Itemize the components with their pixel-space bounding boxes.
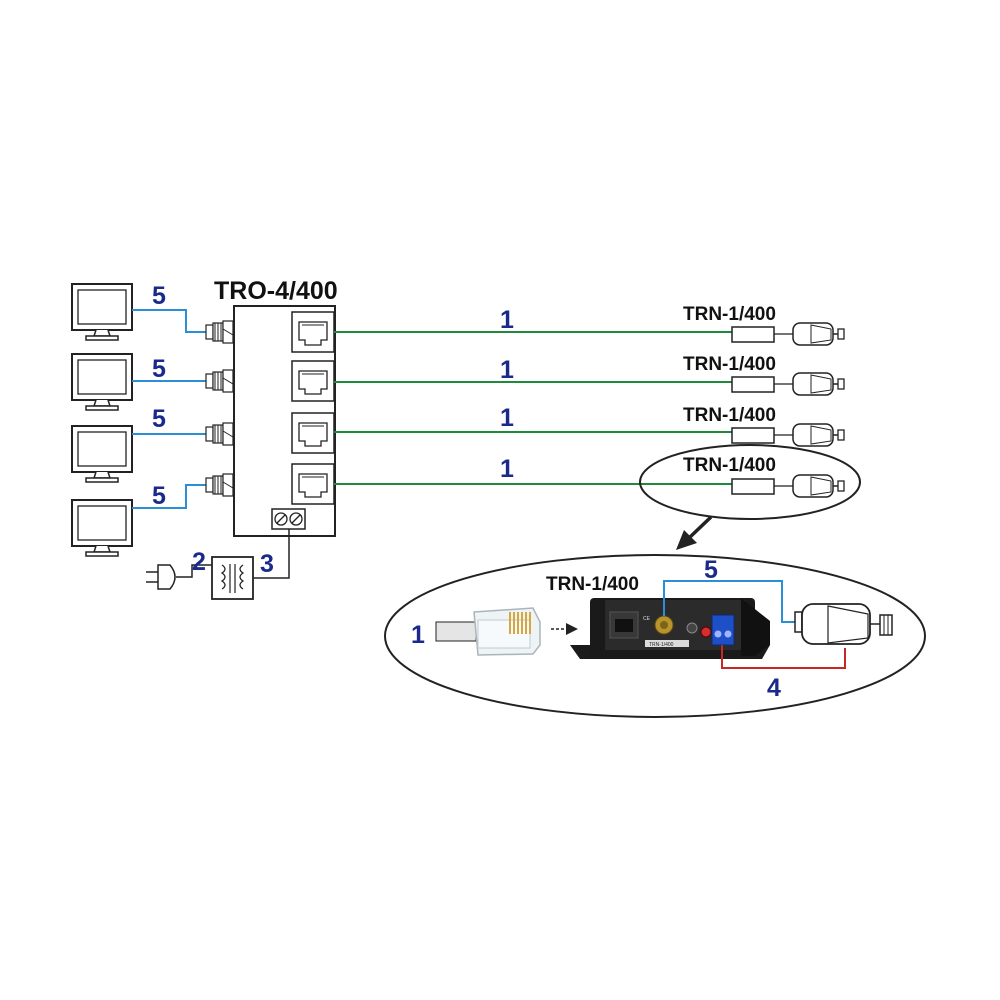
cable-num-power-supply: 3 [260,550,274,578]
arrow-icon [551,623,578,635]
rj45-plug-icon [435,607,541,656]
bnc-connector-icon [205,422,234,446]
transceiver-label: TRN-1/400 [683,455,776,476]
cable-num-power-adapter: 2 [192,548,206,576]
detail-device-label: TRN-1/400 [546,574,639,595]
hub-title: TRO-4/400 [214,277,338,305]
camera-icon [731,322,845,346]
monitor-icon [71,425,133,483]
camera-icon [794,603,893,645]
cable-num-utp-detail: 1 [411,621,425,649]
svg-text:CE: CE [643,616,651,622]
bnc-connector-icon [654,615,674,635]
cable-num-power-detail: 4 [767,674,781,702]
device-caption: TRN-1/400 [649,642,674,648]
zoom-highlight [639,444,861,520]
cable-num-utp: 1 [500,455,514,483]
rj45-socket-icon [291,412,335,454]
transceiver-label: TRN-1/400 [683,405,776,426]
power-cable [253,529,290,579]
camera-icon [731,423,845,447]
rj45-socket-icon [291,360,335,402]
camera-icon [731,372,845,396]
power-cable [721,645,846,669]
bnc-connector-icon [205,320,234,344]
monitor-icon [71,499,133,557]
cable-num-utp: 1 [500,404,514,432]
cable-num-monitor: 5 [152,482,166,510]
cable-num-video-detail: 5 [704,556,718,584]
transformer-icon [211,556,254,600]
cable-num-monitor: 5 [152,282,166,310]
terminal-block-icon [711,614,735,646]
video-cable [132,309,206,333]
camera-icon [731,474,845,498]
monitor-icon [71,353,133,411]
cable-num-utp: 1 [500,306,514,334]
transceiver-label: TRN-1/400 [683,354,776,375]
cable-num-monitor: 5 [152,355,166,383]
cable-num-monitor: 5 [152,405,166,433]
transceiver-label: TRN-1/400 [683,304,776,325]
rj45-socket-icon [291,311,335,353]
rj45-socket-icon [291,463,335,505]
bnc-connector-icon [205,473,234,497]
power-cable [185,564,212,578]
terminal-block-icon [271,508,306,530]
arrow-icon [676,515,713,550]
bnc-connector-icon [205,369,234,393]
video-cable [132,484,206,509]
power-plug-icon [146,564,185,590]
monitor-icon [71,283,133,341]
video-cable [663,580,795,623]
cable-num-utp: 1 [500,356,514,384]
